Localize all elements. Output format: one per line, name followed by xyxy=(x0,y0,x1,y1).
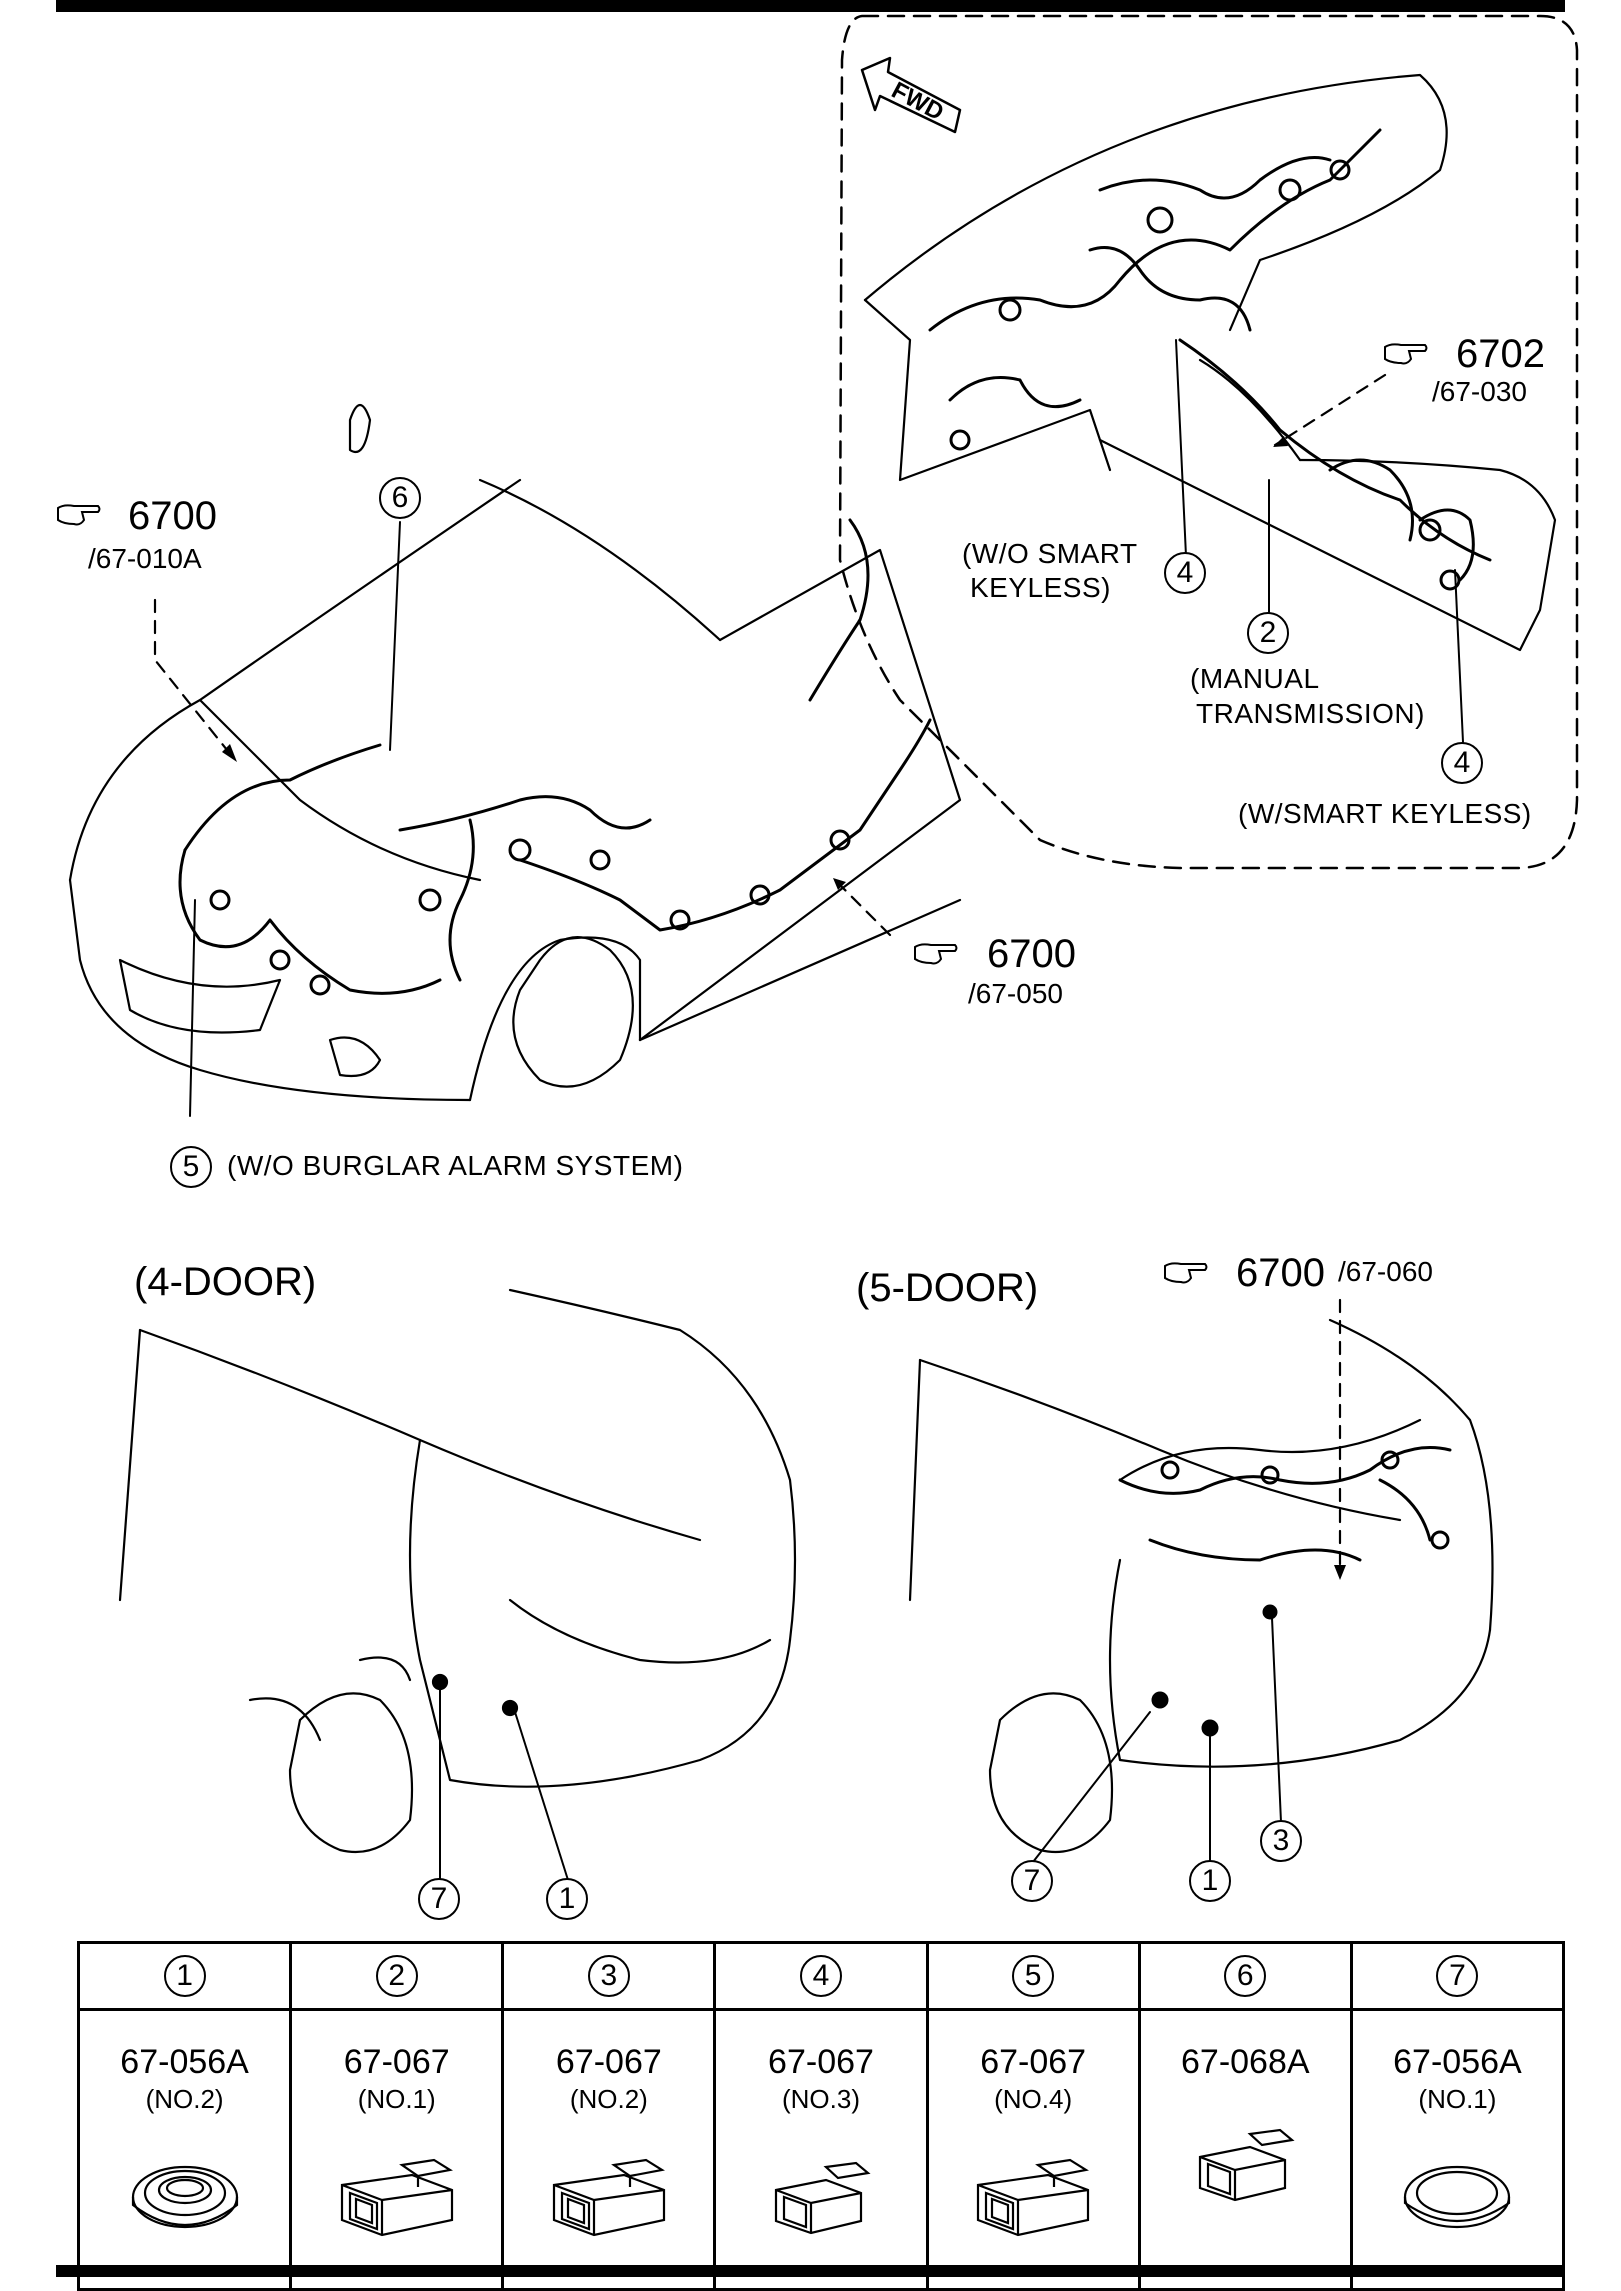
connector-icon xyxy=(340,2158,453,2237)
part-index: 6 xyxy=(1224,1955,1267,1997)
part-note: (NO.4) xyxy=(994,2084,1073,2114)
fwd-arrow xyxy=(860,56,962,134)
parts-header-cell: 4 xyxy=(713,1941,929,2011)
top-rule xyxy=(56,0,1565,12)
part-note: (NO.2) xyxy=(145,2084,224,2114)
ref-6700-rear[interactable]: 6700 xyxy=(1236,1251,1325,1295)
ref-pointer-icon xyxy=(57,504,101,526)
ref-6700-upper-left[interactable]: 6700 xyxy=(128,494,217,538)
parts-header-cell: 2 xyxy=(289,1941,505,2011)
connector-small-icon xyxy=(774,2161,871,2235)
part-note: (NO.2) xyxy=(569,2084,648,2114)
ref-pointer-icon xyxy=(1384,343,1428,365)
part-number: 67-067 xyxy=(768,2043,874,2081)
grommet-plug-icon xyxy=(1404,2165,1511,2229)
part-cell-5[interactable]: 67-067 (NO.4) xyxy=(925,2008,1141,2291)
ref-pointer-icon xyxy=(1164,1262,1208,1284)
parts-header-cell: 6 xyxy=(1137,1941,1353,2011)
part-cell-3[interactable]: 67-067 (NO.2) xyxy=(501,2008,717,2291)
part-index: 3 xyxy=(587,1955,630,1997)
ref-code-upper-right: /67-030 xyxy=(1432,376,1527,407)
part-cell-4[interactable]: 67-067 (NO.3) xyxy=(713,2008,929,2291)
front-car-body xyxy=(68,403,962,1102)
callout-4-wo-smart[interactable]: 4 xyxy=(1164,552,1206,594)
connector-small-icon xyxy=(1199,2128,1295,2202)
part-number: 67-068A xyxy=(1181,2043,1310,2081)
ref-6702[interactable]: 6702 xyxy=(1456,332,1545,376)
note-wo-smart-keyless-2: KEYLESS) xyxy=(970,572,1111,603)
parts-header-cell: 3 xyxy=(501,1941,717,2011)
connector-icon xyxy=(977,2158,1090,2237)
parts-header-row: 1 2 3 4 5 6 7 xyxy=(76,1941,1566,2011)
part-index: 7 xyxy=(1436,1955,1479,1997)
callout-7-5door[interactable]: 7 xyxy=(1011,1860,1053,1902)
part-index: 4 xyxy=(799,1955,842,1997)
ref-code-mid: /67-050 xyxy=(968,978,1063,1009)
part-cell-6[interactable]: 67-068A xyxy=(1137,2008,1353,2291)
part-index: 2 xyxy=(375,1955,418,1997)
ref-pointer-icon xyxy=(914,943,958,965)
part-number: 67-067 xyxy=(343,2043,450,2081)
part-cell-7[interactable]: 67-056A (NO.1) xyxy=(1349,2008,1566,2291)
callout-7-4door[interactable]: 7 xyxy=(418,1878,460,1920)
part-note: (NO.1) xyxy=(1418,2084,1497,2114)
part-note: (NO.3) xyxy=(781,2084,860,2114)
view-label-4-door: (4-DOOR) xyxy=(134,1260,317,1304)
part-number: 67-056A xyxy=(120,2043,249,2081)
front-harness xyxy=(178,518,932,996)
parts-table: 1 2 3 4 5 6 7 67-056A (NO.2) 67-067 (NO.… xyxy=(76,1941,1566,2291)
part-cell-2[interactable]: 67-067 (NO.1) xyxy=(289,2008,505,2291)
part-note: (NO.1) xyxy=(357,2084,436,2114)
part-index: 5 xyxy=(1012,1955,1055,1997)
parts-header-cell: 1 xyxy=(76,1941,293,2011)
ref-code-upper-left: /67-010A xyxy=(88,543,202,574)
part-index: 1 xyxy=(163,1955,206,1997)
callout-2[interactable]: 2 xyxy=(1247,612,1289,654)
connector-icon xyxy=(552,2158,665,2237)
grommet-ring-icon xyxy=(131,2165,238,2229)
callout-3[interactable]: 3 xyxy=(1260,1820,1302,1862)
part-number: 67-056A xyxy=(1393,2043,1522,2081)
ref-6700-mid[interactable]: 6700 xyxy=(987,932,1076,976)
ref-leader-heads xyxy=(222,436,1346,1580)
view-label-5-door: (5-DOOR) xyxy=(856,1266,1039,1310)
rear-4door-body xyxy=(118,1288,797,1854)
callout-1-5door[interactable]: 1 xyxy=(1189,1860,1231,1902)
dashboard-harness xyxy=(928,128,1492,591)
note-wo-smart-keyless-1: (W/O SMART xyxy=(962,538,1138,569)
callout-leaders xyxy=(189,339,1464,1881)
part-cell-1[interactable]: 67-056A (NO.2) xyxy=(76,2008,293,2291)
ref-code-rear: /67-060 xyxy=(1338,1256,1433,1287)
note-wo-burglar-alarm: (W/O BURGLAR ALARM SYSTEM) xyxy=(227,1150,684,1181)
note-w-smart-keyless: (W/SMART KEYLESS) xyxy=(1238,798,1532,829)
parts-header-cell: 5 xyxy=(925,1941,1141,2011)
parts-detail-row: 67-056A (NO.2) 67-067 (NO.1) 67-067 (NO.… xyxy=(76,2008,1566,2291)
note-manual-1: (MANUAL xyxy=(1190,663,1320,694)
rear-5door-harness xyxy=(1118,1446,1452,1737)
rear-5door-body xyxy=(908,1318,1494,1854)
callout-6[interactable]: 6 xyxy=(379,477,421,519)
callout-4-w-smart[interactable]: 4 xyxy=(1441,742,1483,784)
callout-5[interactable]: 5 xyxy=(170,1146,212,1188)
inset-boundary xyxy=(838,14,1579,870)
note-manual-2: TRANSMISSION) xyxy=(1196,698,1425,729)
part-number: 67-067 xyxy=(555,2043,662,2081)
parts-header-cell: 7 xyxy=(1349,1941,1566,2011)
part-number: 67-067 xyxy=(980,2043,1087,2081)
ref-leaders xyxy=(153,373,1387,1577)
callout-1-4door[interactable]: 1 xyxy=(546,1878,588,1920)
